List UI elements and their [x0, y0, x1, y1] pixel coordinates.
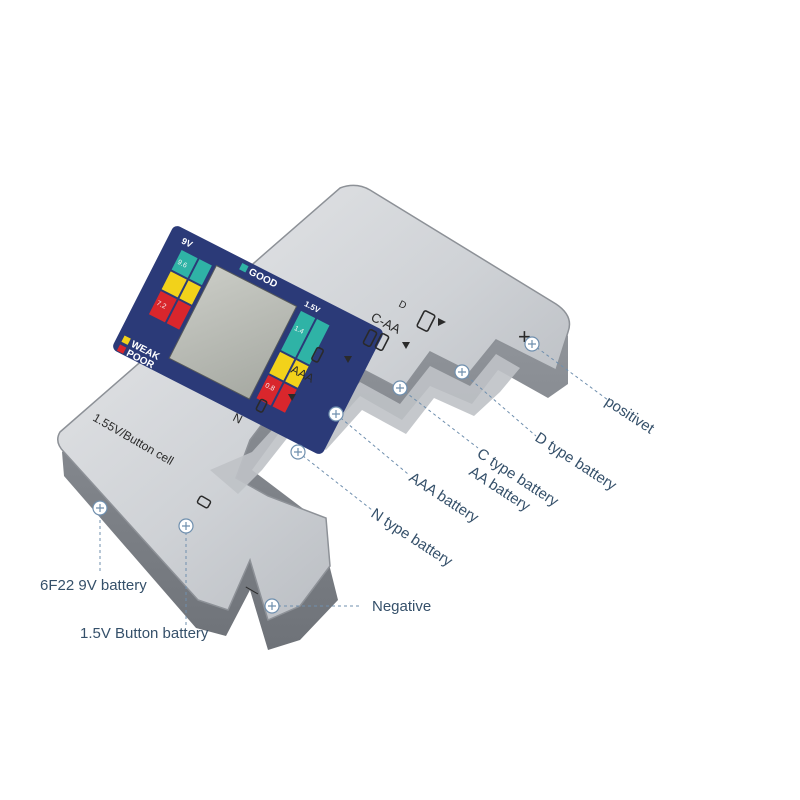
svg-text:7.2: 7.2	[155, 300, 167, 311]
leader-line-d	[461, 371, 537, 437]
callout-n-type: N type battery	[368, 505, 456, 570]
marker-caa	[392, 380, 408, 396]
button-cell-slot-icon	[196, 495, 212, 509]
callout-9v: 6F22 9V battery	[40, 577, 147, 594]
arrow-marker-caa	[402, 342, 410, 349]
svg-text:0.8: 0.8	[264, 382, 276, 393]
arrow-marker-n	[288, 394, 296, 401]
minus-sign: —	[243, 579, 263, 600]
leader-line-caa	[399, 387, 479, 449]
svg-text:9.6: 9.6	[176, 259, 188, 270]
arrow-marker-aaa	[344, 356, 352, 363]
marker-9v	[92, 500, 108, 516]
marker-positive	[524, 336, 540, 352]
svg-text:1.4: 1.4	[293, 325, 305, 336]
marker-aaa	[328, 406, 344, 422]
callout-button: 1.5V Button battery	[80, 625, 209, 642]
callout-negative: Negative	[372, 598, 431, 615]
leader-line-aaa	[335, 413, 409, 475]
d-slot-icon	[416, 310, 436, 332]
marker-circles	[92, 336, 540, 614]
indicator-panel: 9.6 7.2 1.4 0.8 9V 1.5V GOOD WEAK POOR	[113, 226, 383, 454]
caa-slot-icon	[362, 328, 378, 348]
caa-slot-icon-2	[374, 332, 390, 352]
lcd-screen	[168, 264, 298, 400]
battery-tester-device: 9.6 7.2 1.4 0.8 9V 1.5V GOOD WEAK POOR D…	[57, 184, 571, 650]
callouts	[99, 343, 609, 626]
marker-d	[454, 364, 470, 380]
legend-9v: 9V	[180, 236, 194, 250]
battery-slot-recess	[210, 354, 520, 494]
leader-line-positive	[531, 343, 609, 401]
marker-n	[290, 444, 306, 460]
arrow-marker-d	[438, 318, 446, 326]
n-slot-icon	[255, 398, 268, 413]
aaa-slot-icon	[311, 346, 324, 363]
slot-label-d: D	[397, 299, 408, 312]
leader-line-n	[297, 451, 373, 511]
marker-button	[178, 518, 194, 534]
marker-negative	[264, 598, 280, 614]
callout-positive: positivet	[602, 393, 658, 438]
